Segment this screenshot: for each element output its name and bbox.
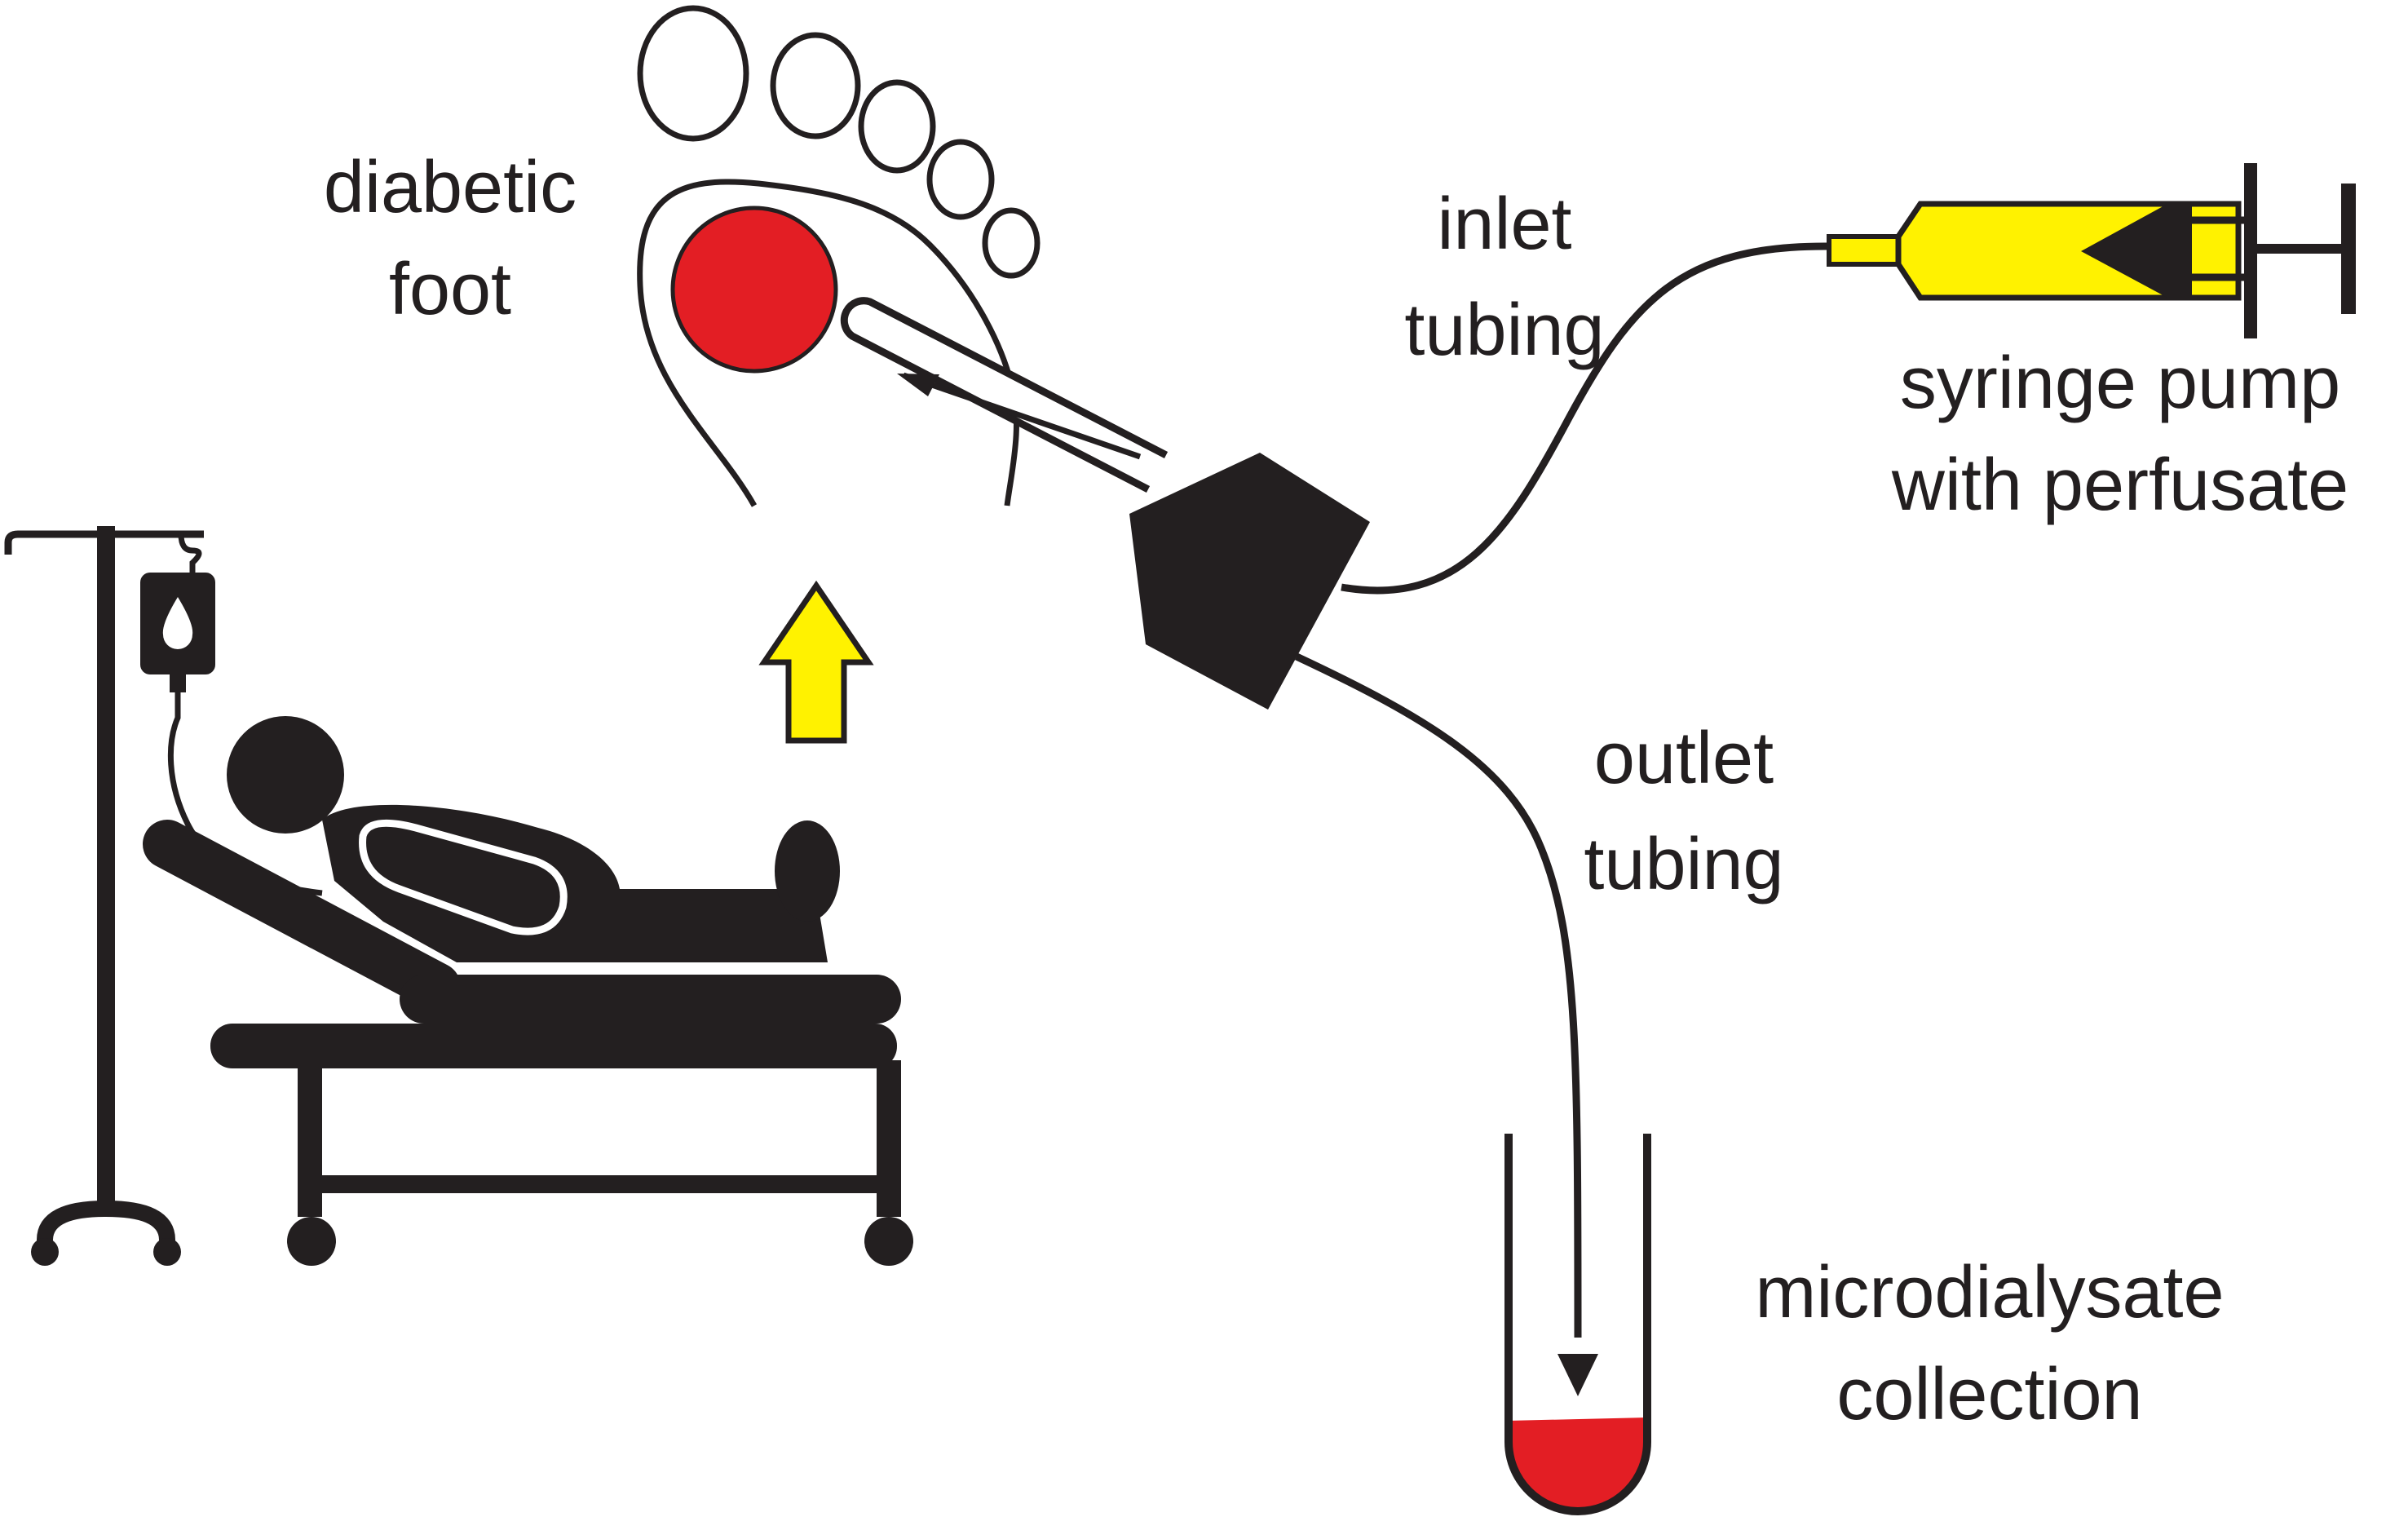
label-inlet-tubing: inlet tubing	[1404, 184, 1604, 371]
up-arrow-icon	[758, 580, 874, 744]
label-syringe-pump: syringe pump with perfusate	[1891, 343, 2348, 526]
label-diabetic-foot: diabetic foot	[324, 147, 577, 330]
label-outlet-tubing-line1: outlet	[1594, 718, 1774, 799]
iv-drop-icon	[162, 597, 193, 649]
toe-2	[770, 32, 861, 139]
patient-on-bed-icon	[227, 716, 840, 962]
syringe-stopper	[2167, 204, 2192, 298]
wound-spot-icon	[670, 206, 838, 374]
foot-outline-icon	[637, 5, 1041, 507]
syringe-plunger-head	[2081, 204, 2167, 298]
label-outlet-tubing: outlet tubing	[1584, 718, 1783, 905]
iv-wheel-left	[31, 1238, 59, 1266]
bed-wheel-left	[287, 1217, 336, 1266]
probe-inner-line	[902, 372, 1142, 460]
toe-4	[926, 139, 995, 220]
syringe-pump-icon	[1827, 163, 2356, 338]
syringe-tip	[1827, 234, 1901, 267]
inlet-tubing-line	[1341, 242, 1831, 595]
vial-sample	[1508, 1417, 1648, 1512]
iv-bag-neck	[170, 674, 186, 692]
label-diabetic-foot-line1: diabetic	[324, 147, 577, 228]
toe-3	[858, 79, 936, 174]
toe-5	[982, 207, 1041, 279]
label-inlet-tubing-line2: tubing	[1404, 290, 1604, 371]
outlet-tubing-line	[1295, 652, 1582, 1338]
patient-arm-outline	[359, 819, 568, 935]
patient-head	[227, 716, 344, 834]
label-collection-line2: collection	[1836, 1354, 2142, 1435]
label-inlet-tubing-line1: inlet	[1437, 184, 1571, 265]
probe-membrane	[840, 297, 1169, 493]
label-diabetic-foot-line2: foot	[389, 249, 511, 330]
label-microdialysate-collection: microdialysate collection	[1755, 1252, 2224, 1435]
patient-foot	[775, 820, 840, 922]
iv-hanger-arm	[4, 530, 204, 555]
microdialysis-probe-icon	[840, 297, 1169, 493]
bed-wheel-right	[864, 1217, 913, 1266]
iv-hook	[178, 533, 202, 575]
label-collection-line1: microdialysate	[1755, 1252, 2224, 1333]
bed-frame	[210, 1024, 897, 1068]
vial-outline	[1504, 1134, 1651, 1515]
bed-backrest	[143, 820, 461, 1011]
iv-wheel-right	[153, 1238, 181, 1266]
probe-arrowhead	[897, 374, 939, 396]
probe-hub-icon	[1129, 453, 1370, 710]
big-toe	[637, 5, 749, 142]
label-syringe-pump-line1: syringe pump	[1900, 343, 2340, 424]
collection-vial-icon	[1504, 1134, 1651, 1515]
label-outlet-tubing-line2: tubing	[1584, 824, 1783, 905]
hospital-bed-icon	[143, 820, 913, 1266]
outlet-arrowhead	[1557, 1354, 1598, 1396]
iv-base	[37, 1200, 175, 1248]
label-syringe-pump-line2: with perfusate	[1891, 444, 2348, 526]
